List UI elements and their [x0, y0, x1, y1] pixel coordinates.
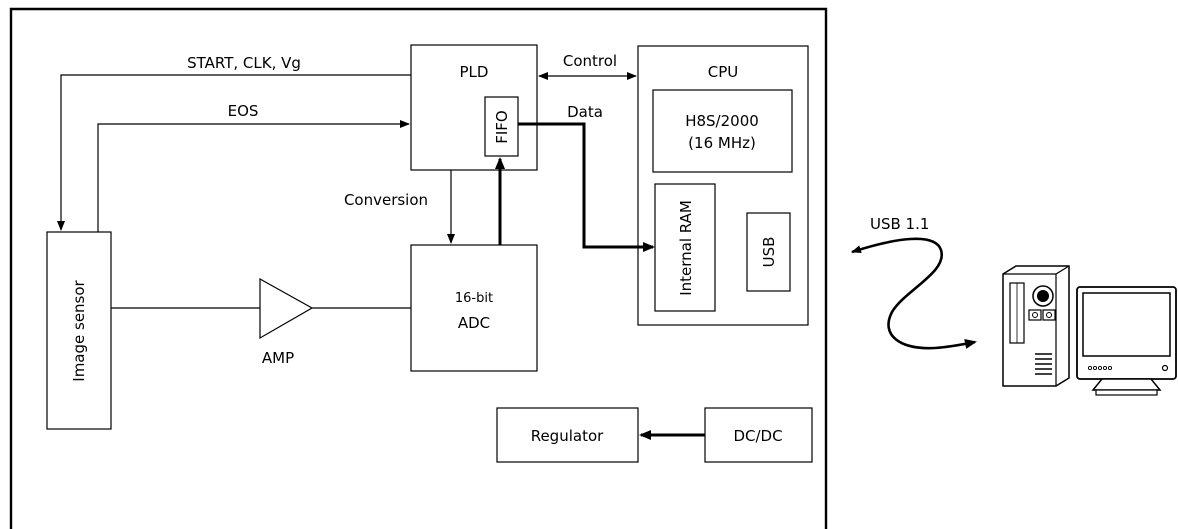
usb-cable	[851, 237, 977, 350]
start-clk-vg-label: START, CLK, Vg	[187, 54, 301, 72]
fifo-block	[484, 96, 519, 157]
desktop-pc-icon	[1002, 265, 1177, 396]
usb-block	[746, 212, 791, 292]
data-label: Data	[567, 103, 603, 121]
usb-label: USB	[760, 237, 778, 268]
adc-label-line2: ADC	[458, 314, 490, 332]
control-label: Control	[563, 52, 617, 70]
regulator-label: Regulator	[531, 427, 604, 445]
image-sensor-block	[46, 231, 112, 430]
image-sensor-label: Image sensor	[70, 279, 88, 381]
enclosure-frame	[9, 7, 828, 529]
data-wire	[518, 122, 655, 252]
usb-link-label: USB 1.1	[870, 215, 929, 233]
adc-label-line1: 16-bit	[455, 291, 493, 306]
start-clk-vg-wire	[57, 74, 411, 231]
internal-ram-block	[654, 183, 716, 312]
eos-label: EOS	[228, 102, 259, 120]
dcdc-block	[704, 407, 813, 463]
dcdc-label: DC/DC	[733, 427, 782, 445]
regulator-block	[496, 407, 639, 463]
pld-label: PLD	[460, 63, 489, 81]
h8s-label-line2: (16 MHz)	[688, 134, 756, 152]
h8s-label-line1: H8S/2000	[685, 112, 759, 130]
internal-ram-label: Internal RAM	[677, 200, 695, 296]
amp-label: AMP	[262, 349, 294, 367]
h8s-block	[652, 89, 793, 173]
amp-triangle	[259, 277, 314, 340]
cpu-label: CPU	[708, 63, 739, 81]
eos-wire	[97, 120, 410, 232]
adc-block	[410, 244, 538, 372]
conversion-label: Conversion	[344, 191, 428, 209]
fifo-label: FIFO	[493, 110, 511, 144]
